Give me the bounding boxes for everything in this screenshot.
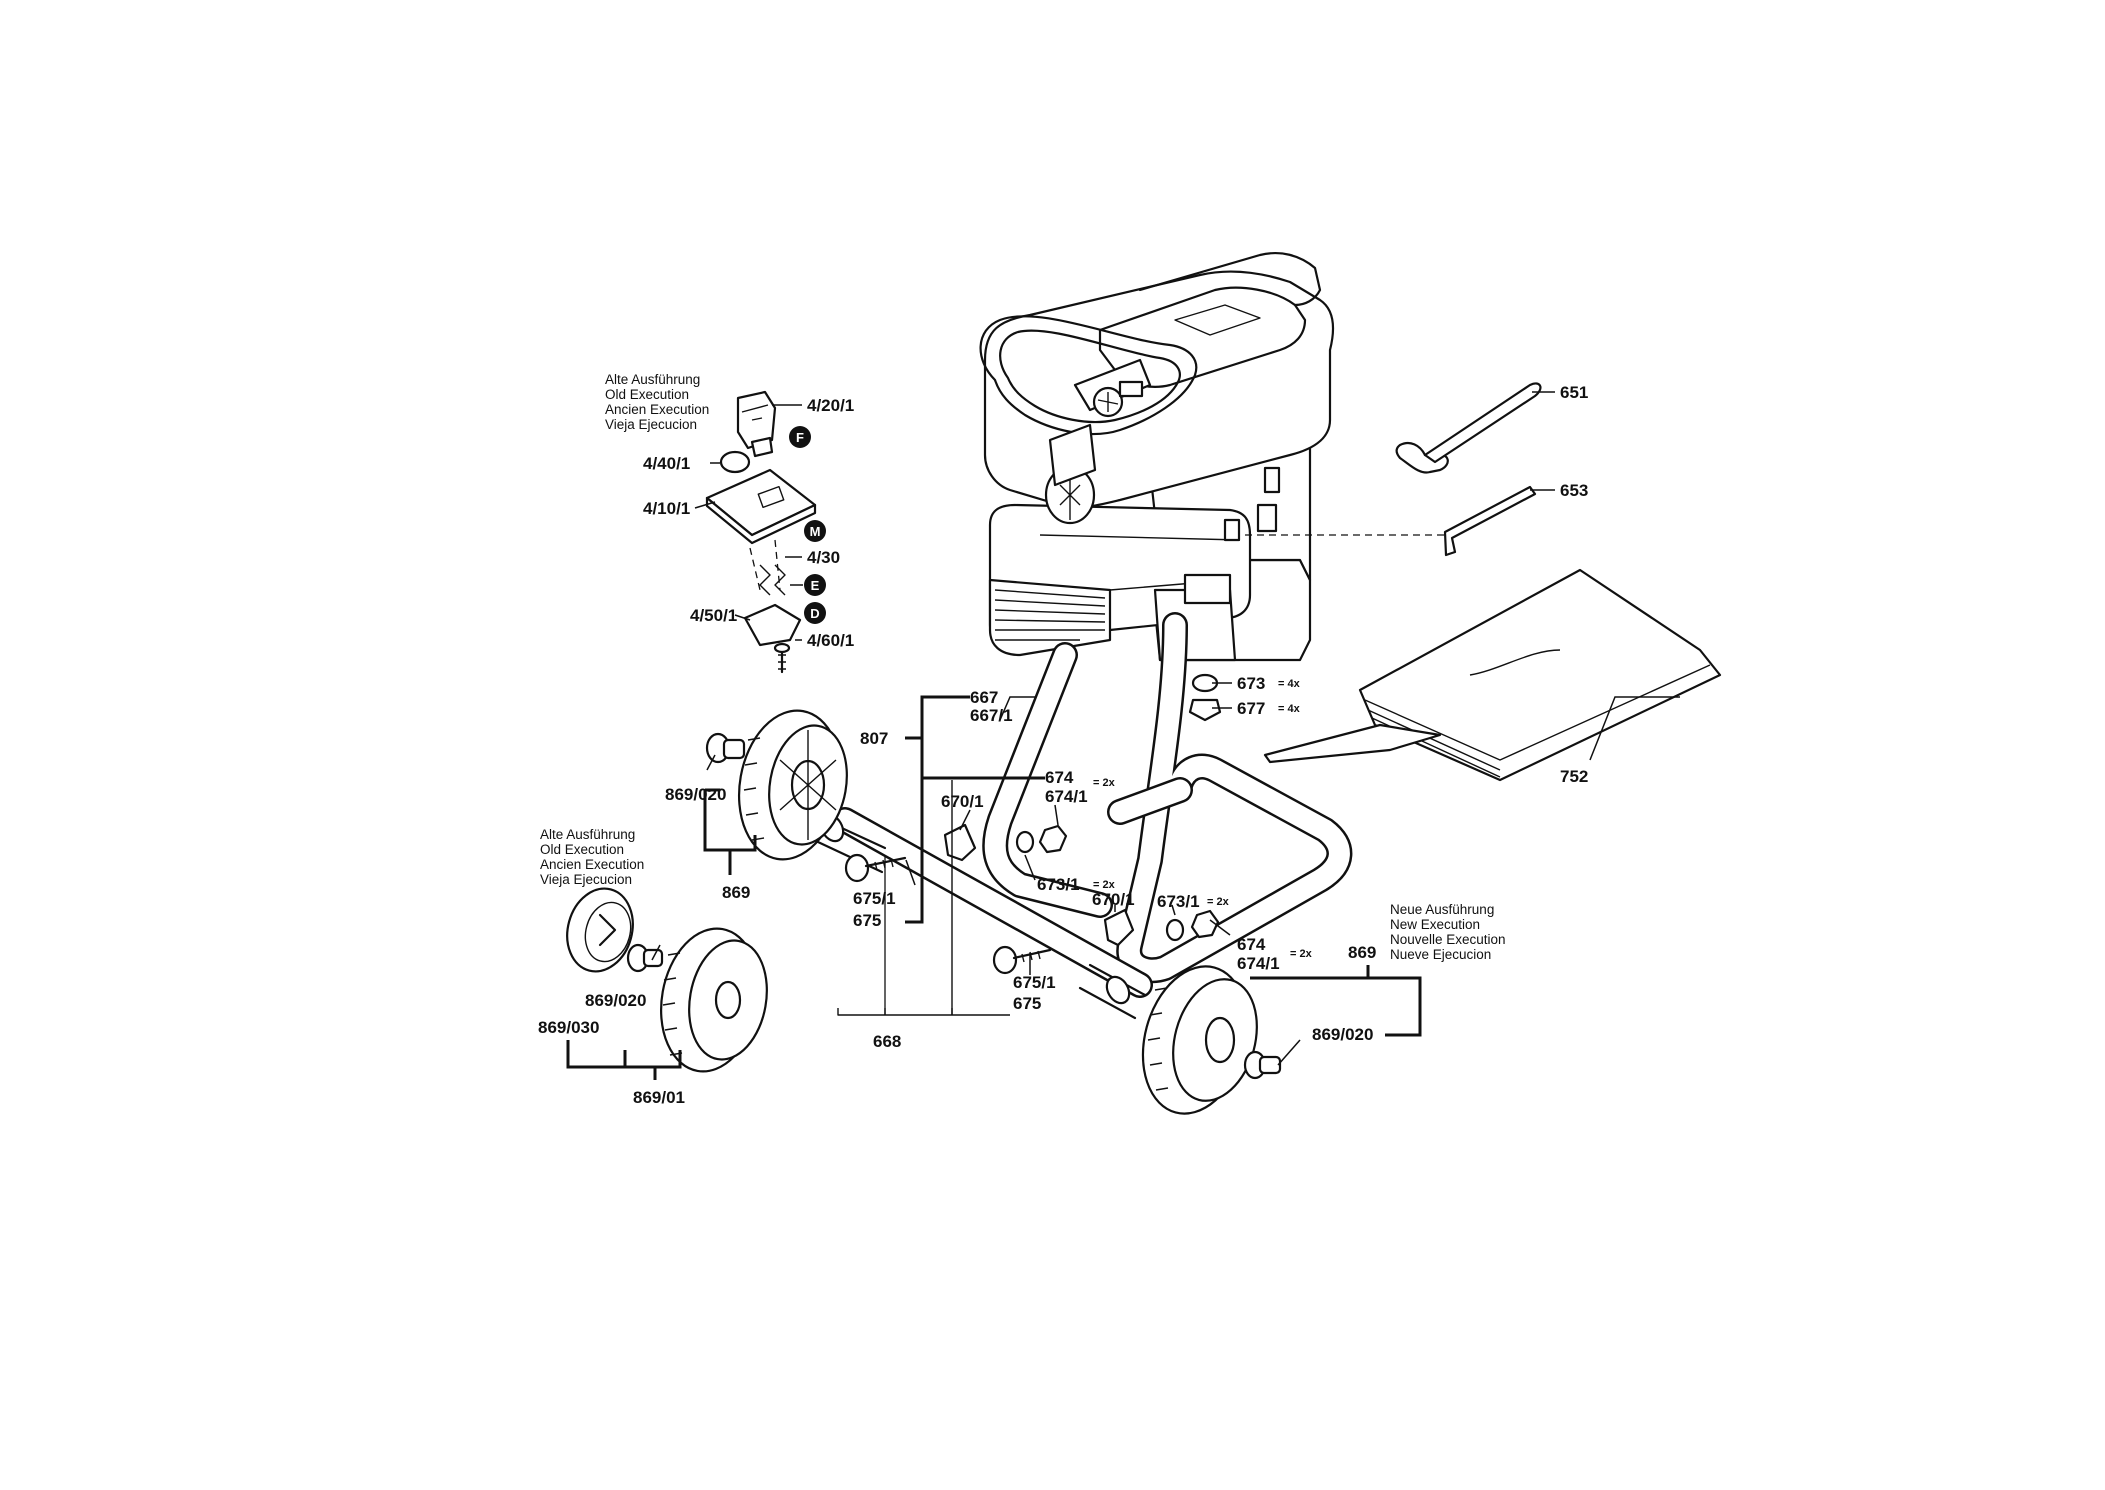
leader-lines [651,391,1680,1066]
svg-text:Nouvelle Execution: Nouvelle Execution [1390,932,1506,947]
label-4-20-1: 4/20/1 [807,396,854,415]
label-651: 651 [1560,383,1588,402]
label-869-b: 869 [1348,943,1376,962]
note-old-execution-top: Alte Ausführung Old Execution Ancien Exe… [605,372,709,432]
qty-673-1-b: = 2x [1207,896,1230,908]
label-675-1-b: 675/1 [1013,973,1056,992]
wrench-651-illustration [1395,382,1542,474]
qty-677: = 4x [1278,703,1301,715]
label-668: 668 [873,1032,901,1051]
label-807: 807 [860,729,888,748]
qty-673: = 4x [1278,678,1301,690]
badge-e: E [804,574,826,596]
part-labels: 4/20/1 4/40/1 4/10/1 4/30 4/50/1 4/60/1 … [538,383,1588,1107]
svg-text:Ancien Execution: Ancien Execution [605,402,709,417]
wheel-right [1141,965,1282,1115]
svg-text:Alte Ausführung: Alte Ausführung [540,827,635,842]
label-869-020-b: 869/020 [585,991,646,1010]
svg-text:Vieja Ejecucion: Vieja Ejecucion [605,417,697,432]
qty-674-a: = 2x [1093,777,1116,789]
svg-text:Alte Ausführung: Alte Ausführung [605,372,700,387]
label-653: 653 [1560,481,1588,500]
label-674-a: 674 [1045,768,1074,787]
label-667-1: 667/1 [970,706,1013,725]
badge-d: D [804,602,826,624]
label-4-40-1: 4/40/1 [643,454,690,473]
note-new-execution: Neue Ausführung New Execution Nouvelle E… [1390,902,1506,962]
qty-674-1-b: = 2x [1290,948,1313,960]
label-4-10-1: 4/10/1 [643,499,690,518]
svg-text:Vieja Ejecucion: Vieja Ejecucion [540,872,632,887]
badge-f: F [789,426,811,448]
svg-text:D: D [810,606,819,621]
svg-text:Ancien Execution: Ancien Execution [540,857,644,872]
wheel-upper-left [705,709,848,861]
label-4-60-1: 4/60/1 [807,631,854,650]
svg-text:Neue Ausführung: Neue Ausführung [1390,902,1494,917]
label-869-01: 869/01 [633,1088,685,1107]
svg-text:F: F [796,430,804,445]
label-752: 752 [1560,767,1588,786]
shredder-body-illustration [979,251,1445,662]
hex-key-653-illustration [1443,485,1537,557]
wheel-frame-illustration [816,612,1353,1020]
label-677: 677 [1237,699,1265,718]
label-673-1-a: 673/1 [1037,875,1080,894]
note-old-execution-bottom: Alte Ausführung Old Execution Ancien Exe… [540,827,644,887]
wheel-lower-left [566,887,768,1073]
switch-assembly-illustration [705,390,817,674]
svg-text:New Execution: New Execution [1390,917,1480,932]
label-869-a: 869 [722,883,750,902]
svg-text:M: M [810,524,821,539]
label-673: 673 [1237,674,1265,693]
label-674-1-a: 674/1 [1045,787,1088,806]
svg-text:Nueve Ejecucion: Nueve Ejecucion [1390,947,1491,962]
label-674-b: 674 [1237,935,1266,954]
svg-text:Old Execution: Old Execution [540,842,624,857]
label-673-1-b: 673/1 [1157,892,1200,911]
label-675-1-a: 675/1 [853,889,896,908]
label-674-1-b: 674/1 [1237,954,1280,973]
collection-bag-752-illustration [1263,568,1722,782]
label-670-1-b: 670/1 [1092,890,1135,909]
label-869-030: 869/030 [538,1018,599,1037]
badge-m: M [804,520,826,542]
label-4-50-1: 4/50/1 [690,606,737,625]
svg-text:E: E [811,578,820,593]
label-667: 667 [970,688,998,707]
brackets [566,695,1422,1080]
qty-673-1-a: = 2x [1093,879,1116,891]
label-869-020-c: 869/020 [1312,1025,1373,1044]
label-675-a: 675 [853,911,881,930]
svg-text:Old Execution: Old Execution [605,387,689,402]
label-675-b: 675 [1013,994,1041,1013]
label-670-1-a: 670/1 [941,792,984,811]
label-4-30: 4/30 [807,548,840,567]
label-869-020-a: 869/020 [665,785,726,804]
